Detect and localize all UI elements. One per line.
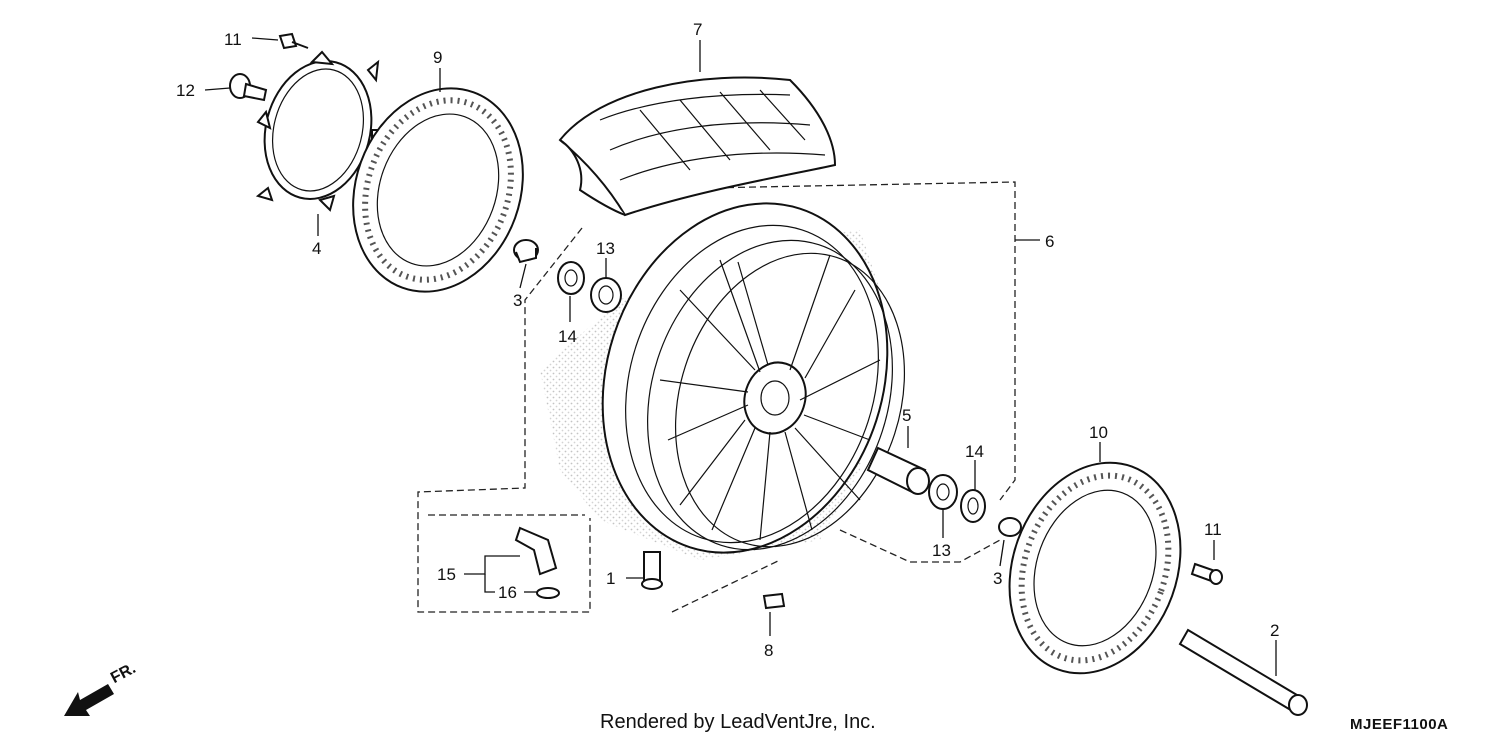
leader-lines bbox=[204, 37, 1277, 676]
callout-12: 12 bbox=[176, 81, 195, 100]
callout-3-left: 3 bbox=[513, 291, 522, 310]
callout-11-right: 11 bbox=[1204, 520, 1222, 539]
callout-14-right: 14 bbox=[965, 442, 984, 461]
callout-10: 10 bbox=[1089, 423, 1108, 442]
callout-3-right: 3 bbox=[993, 569, 1002, 588]
callout-15: 15 bbox=[437, 565, 456, 584]
render-credit: Rendered by LeadVentJre, Inc. bbox=[600, 711, 876, 733]
tire-part bbox=[558, 76, 837, 217]
brake-disc-left-part bbox=[352, 87, 524, 293]
callout-5: 5 bbox=[902, 406, 911, 425]
callout-14-left: 14 bbox=[558, 327, 577, 346]
callout-9: 9 bbox=[433, 48, 442, 67]
callout-7: 7 bbox=[693, 20, 702, 39]
callout-2: 2 bbox=[1270, 621, 1279, 640]
callout-11-top: 11 bbox=[224, 30, 242, 49]
callout-13-left: 13 bbox=[596, 239, 615, 258]
brake-disc-right-part bbox=[1008, 461, 1182, 675]
callout-labels: 11 12 9 7 4 6 13 3 14 5 14 10 13 3 11 15… bbox=[176, 20, 1279, 660]
small-parts bbox=[229, 32, 1308, 716]
drawing-code: MJEEF1100A bbox=[1350, 716, 1449, 733]
callout-6: 6 bbox=[1045, 232, 1054, 251]
wheel-assembly-outline bbox=[417, 181, 1040, 613]
wheel-rim-part bbox=[601, 202, 906, 554]
callout-16: 16 bbox=[498, 583, 517, 602]
callout-13-right: 13 bbox=[932, 541, 951, 560]
callout-4: 4 bbox=[312, 239, 321, 258]
callout-8: 8 bbox=[764, 641, 773, 660]
front-arrow-icon bbox=[64, 684, 114, 716]
callout-1: 1 bbox=[606, 569, 615, 588]
